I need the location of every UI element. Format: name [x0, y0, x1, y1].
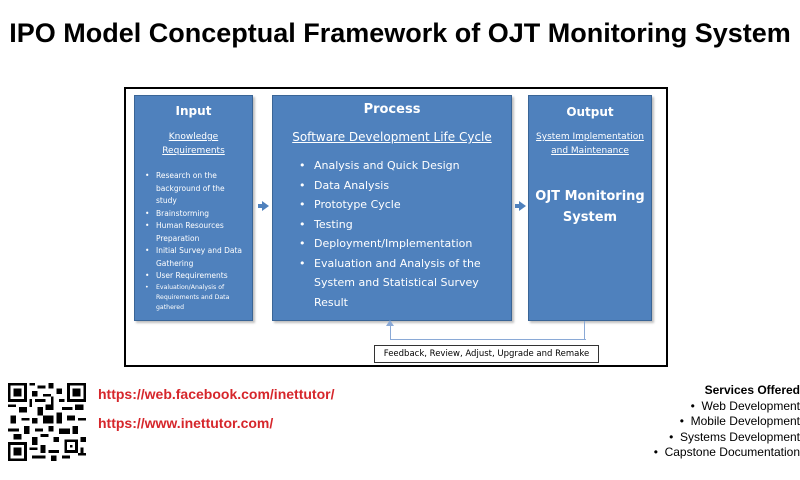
feedback-box: Feedback, Review, Adjust, Upgrade and Re…: [374, 345, 599, 363]
process-item: Testing: [299, 215, 503, 235]
feedback-line-vertical-right: [584, 321, 585, 339]
feedback-arrowhead-icon: [386, 320, 394, 326]
right-arrow-icon: [258, 201, 269, 211]
feedback-line-vertical-left: [390, 323, 391, 339]
process-list: Analysis and Quick Design Data Analysis …: [273, 156, 511, 312]
website-link[interactable]: https://www.inettutor.com/: [98, 415, 274, 431]
input-item: Research on the background of the study: [143, 170, 246, 208]
process-item: Analysis and Quick Design: [299, 156, 503, 176]
input-heading: Input: [175, 104, 212, 118]
input-item: Human Resources Preparation: [143, 220, 246, 245]
process-heading: Process: [363, 102, 421, 117]
output-main-label: OJT Monitoring System: [535, 189, 645, 225]
output-heading: Output: [566, 105, 614, 119]
services-title: Services Offered: [704, 383, 800, 397]
process-item: Evaluation and Analysis of the System an…: [299, 254, 503, 313]
input-list: Research on the background of the study …: [135, 170, 252, 313]
service-item: • Web Development: [690, 398, 800, 413]
process-item: Deployment/Implementation: [299, 234, 503, 254]
qr-code-icon: [8, 383, 86, 461]
input-item: Brainstorming: [143, 208, 246, 221]
input-subheading: Knowledge Requirements: [162, 132, 225, 156]
service-item: • Mobile Development: [679, 414, 800, 428]
process-item: Prototype Cycle: [299, 195, 503, 215]
feedback-line-horizontal: [390, 339, 586, 340]
process-box: Process Software Development Life Cycle …: [272, 95, 512, 321]
input-item: User Requirements: [143, 270, 246, 283]
output-subheading: System Implementation and Maintenance: [536, 132, 644, 156]
page-title: IPO Model Conceptual Framework of OJT Mo…: [9, 18, 791, 48]
service-item: • Capstone Documentation: [653, 445, 800, 459]
service-item: • Systems Development: [669, 429, 800, 444]
facebook-link[interactable]: https://web.facebook.com/inettutor/: [98, 386, 335, 402]
input-item: Evaluation/Analysis of Requirements and …: [143, 283, 246, 313]
ipo-diagram: Input Knowledge Requirements Research on…: [124, 87, 668, 367]
process-item: Data Analysis: [299, 176, 503, 196]
input-box: Input Knowledge Requirements Research on…: [134, 95, 253, 321]
process-subheading: Software Development Life Cycle: [292, 130, 492, 144]
right-arrow-icon: [515, 201, 526, 211]
input-item: Initial Survey and Data Gathering: [143, 245, 246, 270]
output-box: Output System Implementation and Mainten…: [528, 95, 652, 321]
services-offered: Services Offered • Web Development • Mob…: [600, 383, 800, 461]
